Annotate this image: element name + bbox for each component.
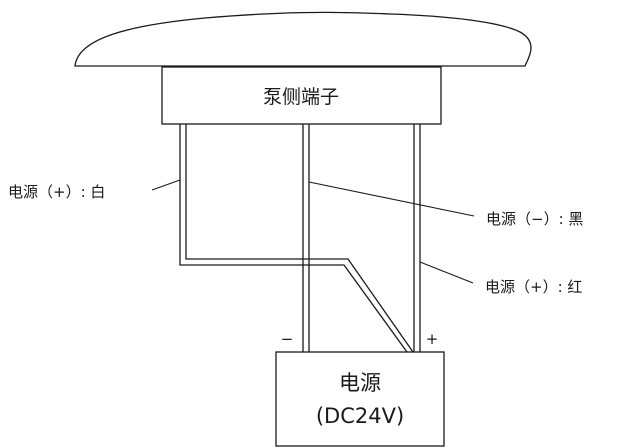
- wire-label-red: 电源（+）: 红: [485, 278, 582, 296]
- terminal-block-box: [161, 66, 442, 125]
- wire-red: [413, 124, 421, 352]
- power-supply-label-line1: 电源: [339, 371, 381, 395]
- polarity-negative: −: [281, 330, 294, 348]
- terminal-block-label: 泵侧端子: [263, 86, 339, 108]
- leader-red: [419, 261, 474, 284]
- wire-label-white: 电源（+）: 白: [8, 183, 105, 201]
- polarity-positive: +: [426, 330, 439, 348]
- wire-label-black: 电源（−）: 黑: [486, 210, 583, 228]
- leader-white: [151, 179, 181, 191]
- wire-white: [179, 124, 414, 353]
- pump-housing-outline: [74, 11, 532, 67]
- wire-black: [302, 124, 310, 352]
- power-supply-box: [275, 351, 445, 447]
- power-supply-label-line2: (DC24V): [316, 404, 404, 428]
- leader-black: [308, 181, 475, 217]
